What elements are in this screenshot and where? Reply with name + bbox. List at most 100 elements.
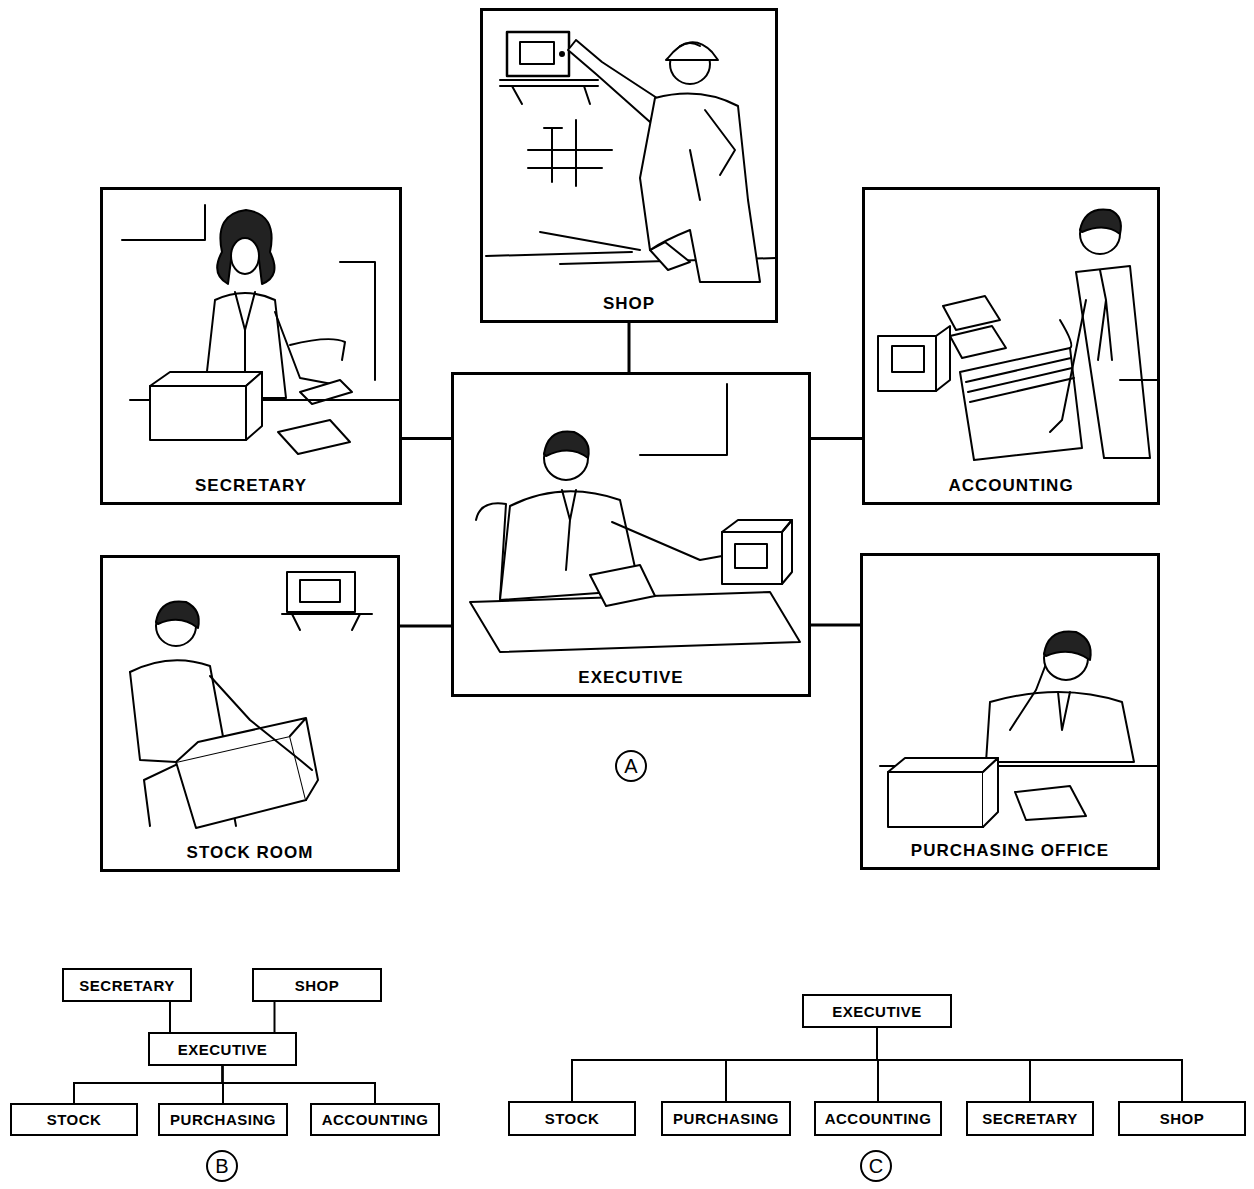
purchasing-office-illustration-stroke [986, 692, 1134, 762]
org-chart-box: EXECUTIVE [148, 1032, 297, 1066]
executive-illustration-stroke [544, 431, 589, 458]
stock-room-illustration-stroke [130, 672, 176, 762]
box-label: PURCHASING [170, 1111, 276, 1128]
panel-caption: PURCHASING OFFICE [908, 841, 1112, 861]
box-label: SHOP [1160, 1110, 1205, 1127]
shop-illustration-stroke [507, 32, 569, 76]
secretary-illustration-stroke [122, 205, 205, 240]
purchasing-office-illustration-stroke [1010, 664, 1046, 730]
box-label: STOCK [47, 1111, 102, 1128]
shop-illustration-stroke [568, 40, 660, 122]
purchasing-office-illustration-stroke [888, 772, 983, 827]
executive-illustration-stroke [562, 490, 576, 570]
connector-line [811, 624, 860, 627]
secretary-illustration-stroke [340, 262, 375, 380]
shop-illustration-stroke [528, 120, 612, 186]
shop-illustration-stroke [690, 110, 735, 200]
secretary-illustration-stroke [150, 372, 262, 386]
connector-line [628, 323, 631, 372]
connector-line [223, 1066, 376, 1103]
illustrated-office-panel: SECRETARY [100, 187, 402, 505]
stock-room-illustration-stroke [210, 676, 312, 770]
executive-illustration-stroke [782, 520, 792, 584]
connector-line [811, 437, 862, 440]
stock-room-illustration-stroke [282, 614, 372, 630]
org-chart-box: ACCOUNTING [814, 1101, 942, 1136]
org-chart-box: STOCK [10, 1103, 138, 1136]
panel-letter: A [615, 750, 647, 782]
illustrated-office-panel: SHOP [480, 8, 778, 323]
connector-line [74, 1066, 223, 1103]
panel-caption: EXECUTIVE [575, 668, 686, 688]
connector-line [400, 625, 451, 628]
executive-illustration-stroke [612, 522, 722, 560]
secretary-illustration-stroke [231, 238, 259, 274]
accounting-illustration-stroke [1098, 270, 1112, 360]
accounting-illustration-stroke [936, 326, 950, 391]
panel-letter: C [860, 1150, 892, 1182]
shop-illustration-stroke [680, 43, 700, 46]
panel-caption: STOCK ROOM [184, 843, 317, 863]
box-label: SECRETARY [79, 977, 174, 994]
purchasing-office-illustration-stroke [1058, 692, 1070, 730]
purchasing-office-illustration-stroke [1044, 631, 1091, 660]
executive-illustration-stroke [722, 520, 792, 532]
panel-caption: ACCOUNTING [945, 476, 1076, 496]
purchasing-office-illustration-stroke [888, 758, 998, 772]
connector-line [169, 1002, 171, 1032]
accounting-illustration-stroke [1050, 300, 1086, 432]
illustrated-office-panel: EXECUTIVE [451, 372, 811, 697]
accounting-illustration-stroke [1076, 266, 1150, 458]
stock-room-illustration [130, 572, 372, 828]
secretary-illustration-stroke [278, 420, 350, 454]
secretary-illustration-stroke [150, 386, 246, 440]
executive-illustration-stroke [722, 532, 782, 584]
stock-room-illustration-stroke [300, 580, 340, 602]
secretary-illustration-stroke [246, 372, 262, 440]
accounting-illustration-stroke [960, 348, 1082, 460]
purchasing-office-illustration-stroke [983, 758, 998, 827]
shop-illustration [486, 32, 776, 282]
box-label: EXECUTIVE [178, 1041, 268, 1058]
shop-illustration-stroke [520, 42, 554, 64]
org-chart-box: STOCK [508, 1101, 636, 1136]
accounting-illustration-stroke [878, 336, 936, 391]
purchasing-office-illustration-stroke [1015, 786, 1086, 820]
accounting-illustration-stroke [1120, 379, 1158, 381]
illustrated-office-panel: PURCHASING OFFICE [860, 553, 1160, 870]
box-label: ACCOUNTING [322, 1111, 429, 1128]
illustrated-office-panel: ACCOUNTING [862, 187, 1160, 505]
panel-letter: B [206, 1150, 238, 1182]
shop-illustration-stroke [666, 42, 718, 60]
purchasing-office-illustration [880, 631, 1158, 827]
shop-illustration-stroke [640, 94, 760, 283]
accounting-illustration-stroke [943, 296, 1000, 330]
connector-line [572, 1028, 877, 1101]
box-label: PURCHASING [673, 1110, 779, 1127]
accounting-illustration-stroke [966, 358, 1074, 402]
executive-illustration-stroke [590, 565, 655, 606]
connector-line [274, 1002, 276, 1032]
executive-illustration [470, 384, 800, 652]
org-chart-box: SECRETARY [62, 968, 192, 1002]
stock-room-illustration-stroke [176, 718, 318, 800]
connector-line [877, 1028, 1182, 1101]
box-label: EXECUTIVE [832, 1003, 922, 1020]
org-chart-box: SECRETARY [966, 1101, 1094, 1136]
accounting-illustration-stroke [1060, 320, 1071, 348]
accounting-illustration-stroke [950, 326, 1006, 358]
illustrated-office-panel: STOCK ROOM [100, 555, 400, 872]
accounting-illustration-stroke [892, 346, 924, 372]
panel-caption: SHOP [600, 294, 658, 314]
secretary-illustration [122, 205, 400, 454]
executive-illustration-stroke [640, 384, 727, 455]
executive-illustration-stroke [735, 544, 767, 568]
stock-room-illustration-stroke [287, 572, 355, 612]
shop-illustration-stroke [560, 52, 564, 56]
secretary-illustration-stroke [290, 339, 345, 360]
secretary-illustration-stroke [275, 312, 332, 384]
connector-line [877, 1028, 1030, 1101]
